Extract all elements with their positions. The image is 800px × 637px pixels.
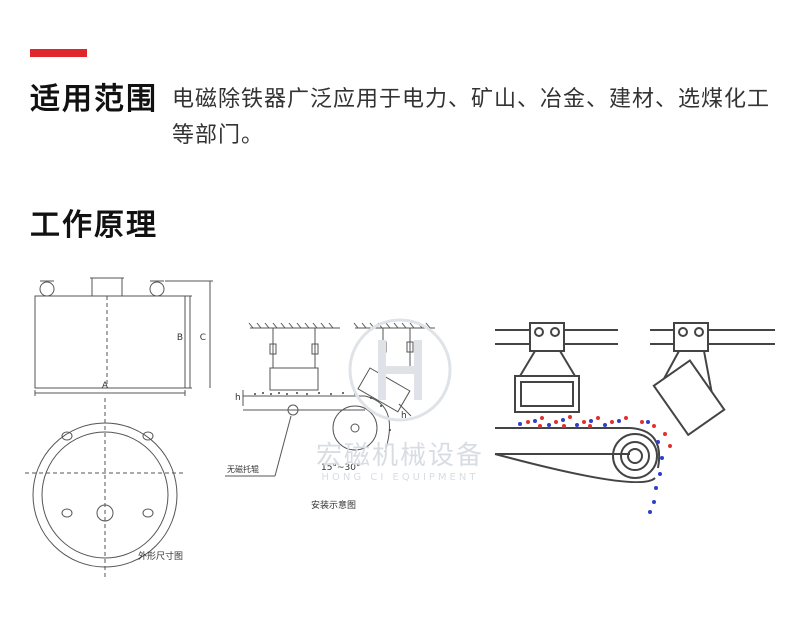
- accent-bar: [30, 49, 87, 57]
- dim-label-a: A: [102, 381, 109, 391]
- section-title-scope: 适用范围: [30, 82, 158, 117]
- magnet-right: [652, 359, 726, 437]
- working-principle-drawing: [494, 322, 775, 514]
- dimension-caption: 外形尺寸图: [138, 550, 183, 562]
- lifting-eye-right: [149, 281, 165, 297]
- install-label-h1: h: [235, 393, 241, 403]
- head-pulley-color: [612, 433, 658, 479]
- installation-drawing: h h 15°~30° 无磁托辊 安装示意图: [225, 322, 435, 511]
- magnet-inclined: [357, 367, 411, 413]
- lifting-eye-left: [39, 281, 55, 297]
- non-magnetic-roller: [287, 404, 299, 416]
- trolley-right: [673, 322, 709, 352]
- junction-box: [91, 277, 123, 297]
- installation-caption: 安装示意图: [311, 499, 356, 511]
- install-angle-label: 15°~30°: [321, 463, 360, 473]
- magnet-body: [34, 295, 186, 389]
- magnet-horizontal: [269, 367, 319, 391]
- scope-description: 电磁除铁器广泛应用于电力、矿山、冶金、建材、选煤化工等部门。: [172, 87, 771, 148]
- magnet-bottom-inner: [41, 431, 169, 559]
- dim-label-b: B: [177, 333, 183, 343]
- trolley-left: [529, 322, 565, 352]
- dim-label-c: C: [200, 333, 206, 343]
- non-magnetic-roller-label: 无磁托辊: [227, 464, 259, 474]
- dimension-drawing: A B C 外形尺寸图: [25, 277, 213, 578]
- section-title-principle: 工作原理: [30, 208, 158, 243]
- head-pulley: [332, 405, 378, 451]
- install-label-h2: h: [401, 411, 407, 421]
